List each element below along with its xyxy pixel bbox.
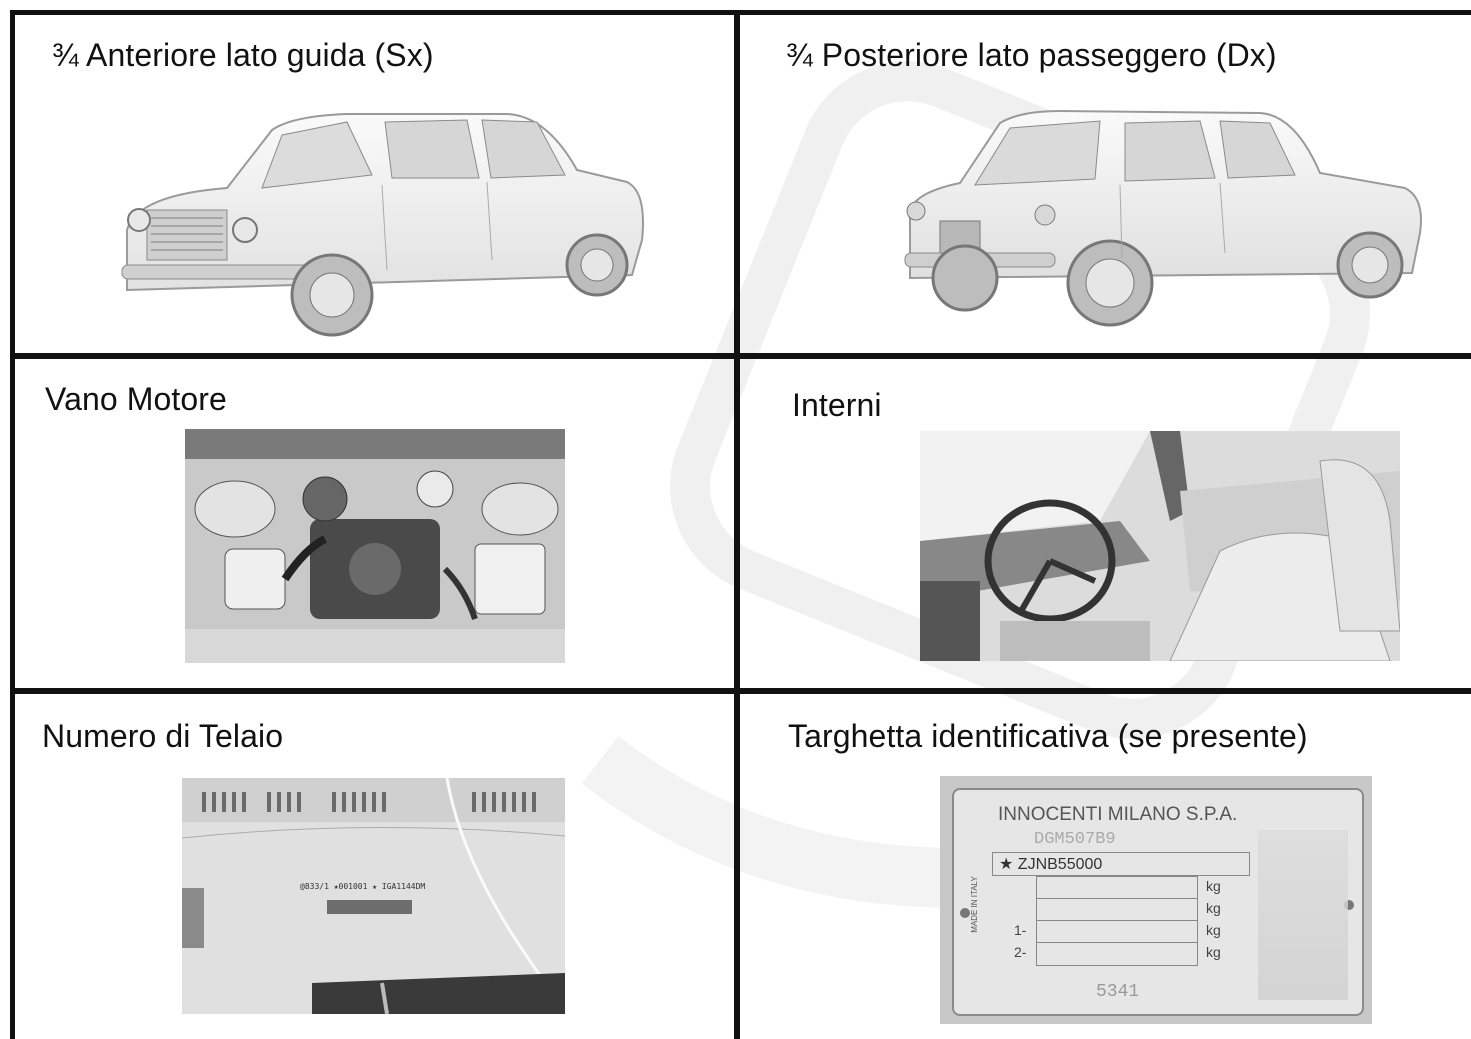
id-plate-photo-icon: MADE IN ITALY INNOCENTI MILANO S.P.A. DG… <box>940 776 1372 1024</box>
cell-label: ¾ Anteriore lato guida (Sx) <box>52 37 434 73</box>
cell-front-three-quarter: ¾ Anteriore lato guida (Sx) <box>15 15 734 353</box>
column-divider <box>734 10 740 1039</box>
plate-unit: kg <box>1206 944 1221 960</box>
photo-requirements-grid: ¾ Anteriore lato guida (Sx) <box>10 10 1471 1039</box>
car-front-three-quarter-icon <box>107 100 647 340</box>
plate-axle-label: 2- <box>1014 944 1027 960</box>
top-border <box>10 10 1471 15</box>
plate-number-text: 5341 <box>1096 982 1140 1002</box>
plate-right-panel <box>1258 830 1348 1000</box>
plate-rivet-icon <box>960 908 970 918</box>
plate-body: MADE IN ITALY INNOCENTI MILANO S.P.A. DG… <box>952 788 1364 1016</box>
plate-made-in-text: MADE IN ITALY <box>969 876 979 933</box>
plate-axle-label: 1- <box>1014 922 1027 938</box>
plate-vin-text: ★ ZJNB55000 <box>999 856 1103 873</box>
row-divider-1 <box>10 353 1471 359</box>
plate-maker-text: INNOCENTI MILANO S.P.A. <box>998 804 1238 825</box>
left-border <box>10 10 15 1039</box>
cell-id-plate: Targhetta identificativa (se presente) M… <box>740 694 1471 1039</box>
chassis-number-photo-icon: @833/1 ★001001 ★ IGA1144DM <box>182 778 565 1014</box>
cell-rear-three-quarter: ¾ Posteriore lato passeggero (Dx) <box>740 15 1471 353</box>
cell-interior: Interni <box>740 359 1471 688</box>
plate-unit: kg <box>1206 900 1221 916</box>
plate-vin-row: ★ ZJNB55000 <box>992 852 1250 876</box>
interior-photo-icon <box>920 431 1400 661</box>
engine-bay-photo-icon <box>185 429 565 663</box>
cell-label: ¾ Posteriore lato passeggero (Dx) <box>786 37 1277 73</box>
cell-label: Interni <box>792 387 882 423</box>
cell-label: Numero di Telaio <box>42 718 284 754</box>
plate-unit: kg <box>1206 878 1221 894</box>
cell-label: Targhetta identificativa (se presente) <box>788 718 1308 754</box>
plate-rivet-icon <box>1344 900 1354 910</box>
chassis-stamp-text: @833/1 ★001001 ★ IGA1144DM <box>300 882 426 891</box>
car-rear-three-quarter-icon <box>900 103 1425 333</box>
cell-chassis-number: Numero di Telaio @833/1 ★001001 ★ IGA114… <box>15 694 734 1039</box>
plate-weight-table <box>1036 876 1198 966</box>
row-divider-2 <box>10 688 1471 694</box>
plate-model-text: DGM507B9 <box>1034 830 1116 849</box>
plate-unit: kg <box>1206 922 1221 938</box>
cell-engine-bay: Vano Motore <box>15 359 734 688</box>
cell-label: Vano Motore <box>45 381 227 417</box>
